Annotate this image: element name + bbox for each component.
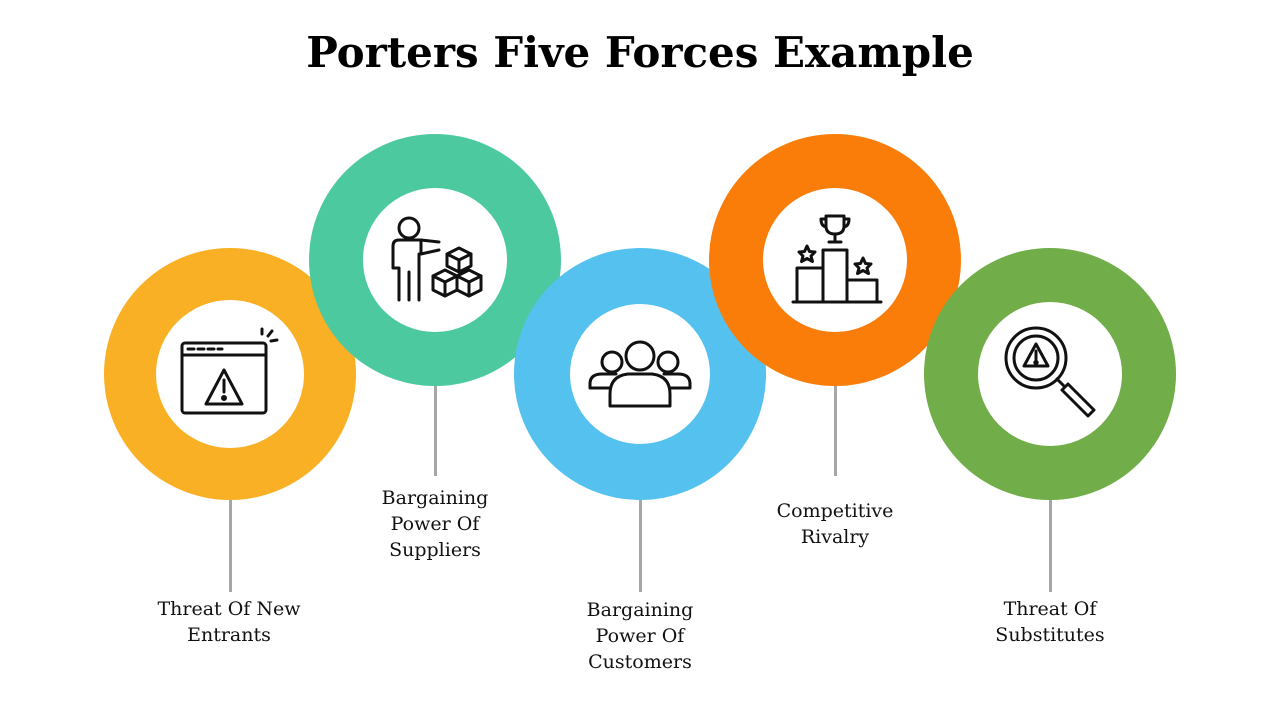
connector-line-4 — [834, 370, 837, 476]
force-ring-4 — [709, 134, 961, 386]
force-ring-1-center — [156, 300, 304, 448]
connector-line-1 — [229, 480, 232, 592]
warning-browser-icon — [180, 327, 279, 415]
force-label-1: Threat Of New Entrants — [157, 598, 301, 646]
force-label-3: Bargaining Power Of Customers — [586, 599, 694, 673]
force-ring-5 — [924, 248, 1176, 500]
page-title: Porters Five Forces Example — [306, 28, 974, 77]
connector-line-3 — [639, 480, 642, 592]
force-ring-3-center — [570, 304, 710, 444]
force-label-4: Competitive Rivalry — [776, 500, 894, 548]
trophy-podium-icon — [791, 214, 883, 304]
person-boxes-icon — [391, 216, 483, 302]
force-label-2: Bargaining Power Of Suppliers — [381, 487, 489, 561]
force-ring-2-center — [363, 188, 507, 332]
magnifier-warning-icon — [1004, 326, 1096, 418]
force-ring-4-center — [763, 188, 907, 332]
group-icon — [588, 340, 692, 408]
force-ring-5-center — [978, 302, 1122, 446]
connector-line-5 — [1049, 480, 1052, 592]
connector-line-2 — [434, 370, 437, 476]
force-label-5: Threat Of Substitutes — [995, 598, 1105, 646]
